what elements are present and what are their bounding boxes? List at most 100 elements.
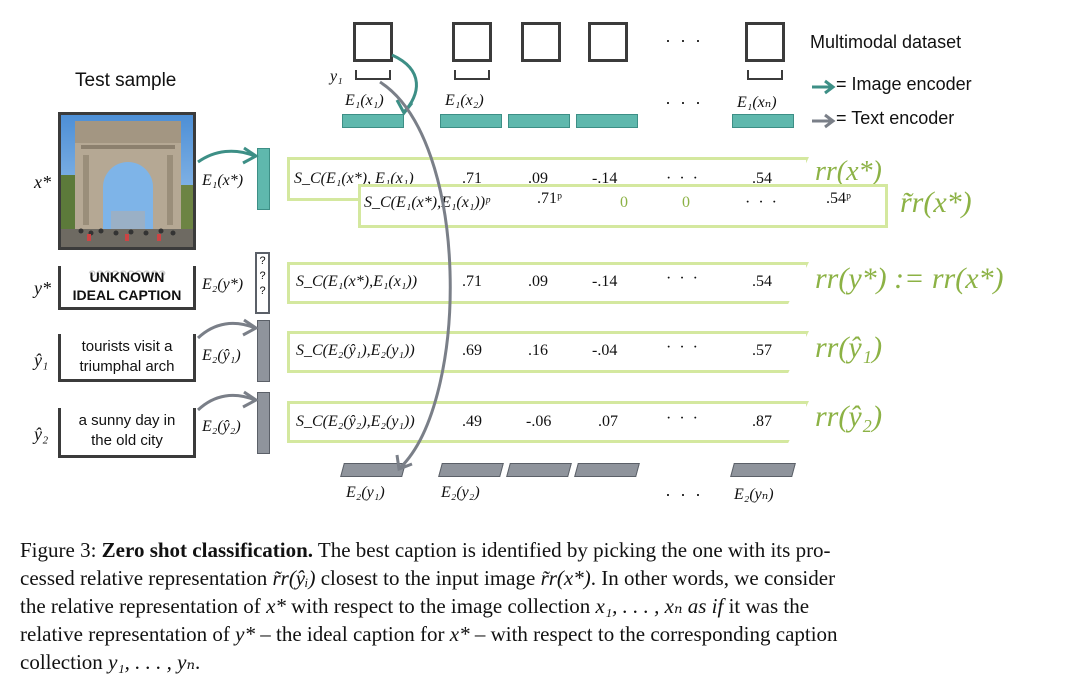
enc-y-star: E₂(y*) bbox=[202, 276, 244, 293]
row-y-star bbox=[287, 262, 809, 304]
y-star-val-n: .54 bbox=[752, 273, 772, 290]
row-y-hat-2 bbox=[287, 401, 809, 443]
image-embedding-bar-1 bbox=[342, 114, 404, 128]
enc-label-y1: E₂(y₁) bbox=[346, 484, 385, 501]
figure-title: Zero shot classification. bbox=[101, 538, 314, 562]
enc-label-y2: E₂(y₂) bbox=[441, 484, 480, 501]
caption-text: . bbox=[195, 650, 201, 674]
x-star-val-n: .54 bbox=[752, 170, 772, 187]
top-dots-2: · · · bbox=[665, 92, 703, 112]
question-mark: ? bbox=[259, 285, 266, 297]
processed-val-2: 0 bbox=[620, 194, 628, 211]
arch-photo-icon bbox=[61, 115, 193, 247]
text-embedding-bar-3 bbox=[506, 463, 572, 477]
caption-line-4: relative representation of y* – the idea… bbox=[20, 620, 1065, 648]
var-x-star: x* bbox=[34, 172, 51, 192]
caption-math: y* bbox=[235, 622, 255, 646]
text-embedding-bar-n bbox=[730, 463, 796, 477]
teal-arrow-icon bbox=[812, 79, 836, 95]
caption-box-unknown: ?????????? UNKNOWN IDEAL CAPTION bbox=[58, 266, 196, 310]
caption-text: collection bbox=[20, 650, 109, 674]
y-star-val-2: .09 bbox=[528, 273, 548, 290]
processed-val-1: .71ᵖ bbox=[537, 190, 562, 207]
caption-text: the relative representation of bbox=[20, 594, 267, 618]
caption-unknown-line1: UNKNOWN bbox=[89, 269, 165, 285]
legend-image-encoder-label: = Image encoder bbox=[836, 74, 972, 94]
enc-label-x1: E₁(x₁) bbox=[345, 92, 384, 109]
var-y-star: y* bbox=[34, 278, 51, 298]
rr-y-hat-2: rr(ŷ₂) bbox=[815, 400, 883, 433]
y-star-embedding-unknown: ? ? ? bbox=[255, 252, 270, 314]
caption-sunny-line2: the old city bbox=[91, 432, 163, 449]
caption-sunny-line1: a sunny day in bbox=[78, 412, 176, 429]
enc-y-hat-1: E₂(ŷ₁) bbox=[202, 347, 241, 364]
rr-tilde-x-star: r̃r(x*) bbox=[900, 186, 972, 219]
processed-val-dots: · · · bbox=[745, 194, 779, 211]
caption-math: x₁, . . . , xₙ bbox=[595, 594, 683, 618]
y-hat-2-val-1: .49 bbox=[462, 413, 482, 430]
legend-dataset: Multimodal dataset bbox=[810, 32, 962, 52]
legend-text-encoder-label: = Text encoder bbox=[836, 108, 955, 128]
x-star-embedding bbox=[257, 148, 270, 210]
figure-caption: Figure 3: Zero shot classification. The … bbox=[20, 536, 1065, 676]
text-embedding-bar-4 bbox=[574, 463, 640, 477]
sim-y-hat-1: S_C(E₂(ŷ₁),E₂(y₁)) bbox=[296, 342, 415, 359]
caption-unknown-line2: IDEAL CAPTION bbox=[72, 287, 182, 303]
caption-math: r̃r(x*) bbox=[540, 566, 591, 590]
y-hat-2-embedding bbox=[257, 392, 270, 454]
y1-label: y₁ bbox=[330, 68, 343, 85]
teal-arrowhead-icon bbox=[242, 146, 259, 165]
text-embedding-bar-2 bbox=[438, 463, 504, 477]
image-embedding-bar-2 bbox=[440, 114, 502, 128]
sim-y-hat-2: S_C(E₂(ŷ₂),E₂(y₁)) bbox=[296, 413, 415, 430]
caption-text: – with respect to the corresponding capt… bbox=[469, 622, 838, 646]
caption-text: closest to the input image bbox=[315, 566, 541, 590]
y-hat-2-val-dots: · · · bbox=[666, 410, 700, 427]
enc-x-star: E₁(x*) bbox=[202, 172, 244, 189]
y-star-val-dots: · · · bbox=[666, 270, 700, 287]
x-star-val-2: .09 bbox=[528, 170, 548, 187]
enc-label-yn: E₂(yₙ) bbox=[734, 486, 774, 503]
caption-bracket-2 bbox=[454, 70, 490, 80]
y-hat-2-val-3: .07 bbox=[598, 413, 618, 430]
caption-text-1: The best caption is identified by pickin… bbox=[317, 538, 831, 562]
y-hat-1-val-3: -.04 bbox=[592, 342, 618, 359]
teal-arrow-icon bbox=[391, 53, 418, 114]
y-hat-1-val-1: .69 bbox=[462, 342, 482, 359]
enc-label-xn: E₁(xₙ) bbox=[737, 94, 777, 111]
image-embedding-bar-4 bbox=[576, 114, 638, 128]
grey-arrowhead-icon bbox=[242, 318, 259, 337]
caption-text: . In other words, we consider bbox=[590, 566, 836, 590]
y-hat-1-val-dots: · · · bbox=[666, 339, 700, 356]
text-embedding-bar-1 bbox=[340, 463, 406, 477]
processed-val-n: .54ᵖ bbox=[826, 190, 851, 207]
y-hat-1-embedding bbox=[257, 320, 270, 382]
question-mark: ? bbox=[259, 255, 266, 267]
enc-y-hat-2: E₂(ŷ₂) bbox=[202, 418, 241, 435]
processed-val-3: 0 bbox=[682, 194, 690, 211]
caption-tourists-line1: tourists visit a bbox=[81, 338, 173, 355]
bottom-dots: · · · bbox=[665, 484, 703, 504]
caption-box-tourists: tourists visit a triumphal arch bbox=[58, 334, 196, 382]
dataset-image-n bbox=[745, 22, 785, 62]
caption-math: x* bbox=[449, 622, 470, 646]
caption-text: it was the bbox=[723, 594, 810, 618]
caption-line-3: the relative representation of x* with r… bbox=[20, 592, 1065, 620]
caption-math: y₁, . . . , yₙ bbox=[108, 650, 196, 674]
caption-tourists-line2: triumphal arch bbox=[79, 358, 175, 375]
caption-text: relative representation of bbox=[20, 622, 236, 646]
rr-x-star: rr(x*) bbox=[815, 156, 882, 187]
sim-y-star: S_C(E₁(x*),E₁(x₁)) bbox=[296, 273, 418, 290]
rr-y-star: rr(y*) := rr(x*) bbox=[815, 262, 1004, 295]
caption-line-5: collection y₁, . . . , yₙ. bbox=[20, 648, 1065, 676]
dataset-image-3 bbox=[521, 22, 561, 62]
image-embedding-bar-n bbox=[732, 114, 794, 128]
dataset-image-2 bbox=[452, 22, 492, 62]
ghost-caption: ?????????? bbox=[88, 267, 166, 283]
caption-text: with respect to the image collection bbox=[285, 594, 596, 618]
caption-line-2: cessed relative representation r̃r(ŷᵢ) c… bbox=[20, 564, 1065, 592]
y-hat-1-val-2: .16 bbox=[528, 342, 548, 359]
caption-bracket-1 bbox=[355, 70, 391, 80]
image-embedding-bar-3 bbox=[508, 114, 570, 128]
test-sample-label: Test sample bbox=[75, 70, 177, 91]
